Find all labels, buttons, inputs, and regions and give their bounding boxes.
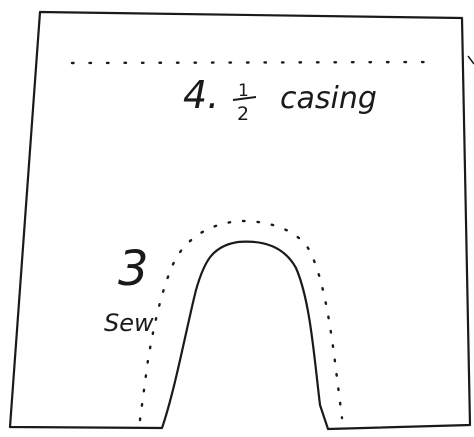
casing-word: casing: [280, 81, 377, 116]
sewing-line-arch: [138, 219, 344, 422]
sew-word: Sew: [104, 309, 154, 337]
casing-fold-line: [70, 60, 434, 65]
pattern-outline: [8, 10, 472, 431]
casing-step-number: 4.: [183, 73, 219, 117]
casing-label: 4. 1 2 casing: [183, 73, 377, 125]
sew-label: 3 Sew: [104, 241, 154, 337]
casing-fraction-numerator: 1: [238, 81, 249, 101]
casing-fraction-bar: [232, 96, 257, 101]
edge-tick: [467, 55, 474, 65]
casing-fraction-denominator: 2: [237, 103, 249, 125]
sew-step-number: 3: [118, 241, 149, 297]
